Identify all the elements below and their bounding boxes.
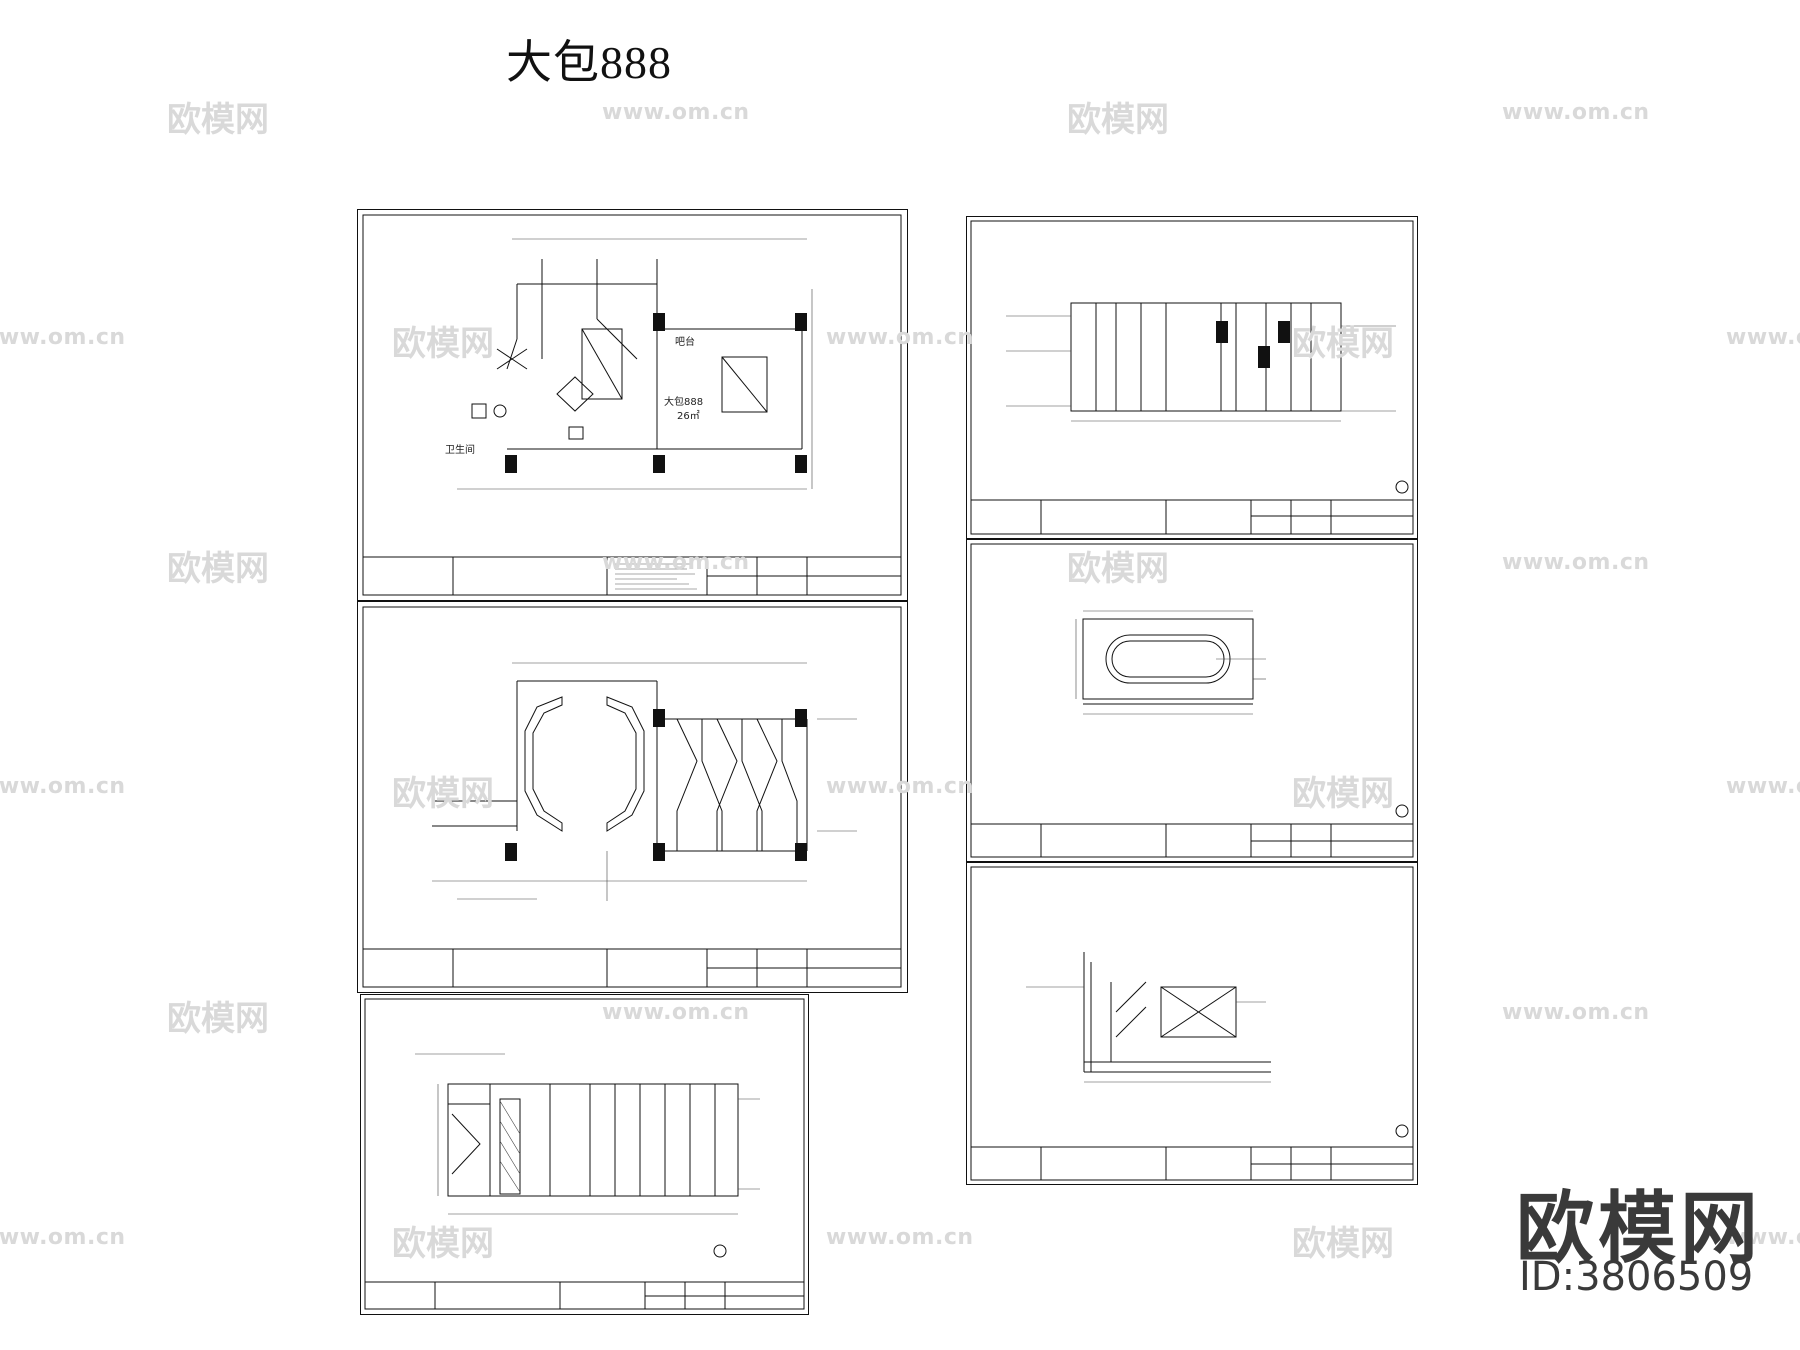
elevation-a-drawing [360, 994, 809, 1315]
drawing-sheet-section-detail[interactable] [966, 862, 1418, 1185]
label-bar: 吧台 [675, 337, 695, 348]
watermark-url: www.om.cn [1502, 100, 1650, 125]
drawing-sheet-ceiling-plan[interactable] [357, 601, 908, 993]
section-detail-drawing [966, 862, 1418, 1185]
drawing-sheet-table-detail[interactable] [966, 539, 1418, 862]
watermark-url: www.om.cn [0, 774, 126, 799]
watermark-brand: 欧模网 [167, 999, 269, 1039]
drawing-sheet-elevation-b[interactable] [966, 216, 1418, 539]
watermark-url: www.om.cn [1726, 325, 1800, 350]
watermark-url: www.om.cn [0, 1225, 126, 1250]
watermark-url: www.om.cn [0, 325, 126, 350]
elevation-b-drawing [966, 216, 1418, 539]
label-area: 26㎡ [677, 411, 700, 422]
watermark-brand: 欧模网 [167, 100, 269, 140]
drawing-sheet-floor-plan[interactable]: 卫生间 大包888 26㎡ 吧台 [357, 209, 908, 601]
brand-logo-text: 欧模网 [1516, 1184, 1763, 1274]
watermark-url: www.om.cn [1502, 550, 1650, 575]
floor-plan-drawing [357, 209, 908, 601]
watermark-brand: 欧模网 [1292, 1224, 1394, 1264]
table-detail-drawing [966, 539, 1418, 862]
label-restroom: 卫生间 [445, 445, 475, 456]
ceiling-plan-drawing [357, 601, 908, 993]
watermark-url: www.om.cn [602, 100, 750, 125]
watermark-brand: 欧模网 [1067, 100, 1169, 140]
label-room-name: 大包888 [664, 397, 704, 408]
brand-id: ID:3806509 [1519, 1254, 1754, 1300]
watermark-url: www.om.cn [1502, 1000, 1650, 1025]
watermark-brand: 欧模网 [167, 549, 269, 589]
watermark-url: www.om.cn [826, 1225, 974, 1250]
page-title: 大包888 [506, 37, 672, 88]
drawing-sheet-elevation-a[interactable] [360, 994, 809, 1315]
watermark-url: www.om.cn [1726, 774, 1800, 799]
